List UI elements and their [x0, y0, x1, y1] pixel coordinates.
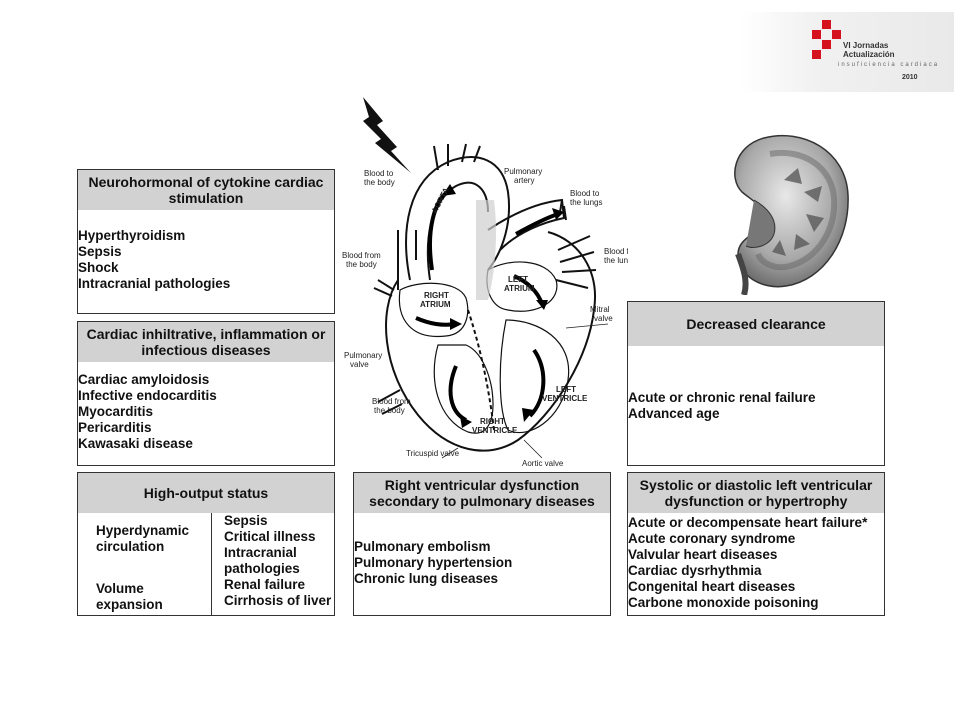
list-item: Cardiac dysrhythmia: [628, 563, 762, 578]
box-high-output-title: High-output status: [78, 473, 334, 513]
column-divider: [211, 513, 212, 616]
box-infiltrative-list: Cardiac amyloidosis Infective endocardit…: [78, 362, 334, 452]
list-item: Cardiac amyloidosis: [78, 372, 210, 387]
logo-square: [832, 30, 841, 39]
logo-square: [822, 20, 831, 29]
list-item: Infective endocarditis: [78, 388, 217, 403]
box-lv-dysfunction: Systolic or diastolic left ventricular d…: [627, 472, 885, 616]
list-item: Congenital heart diseases: [628, 579, 796, 594]
box-high-output: High-output status Hyperdynamic circulat…: [77, 472, 335, 616]
box-right-ventricular: Right ventricular dysfunction secondary …: [353, 472, 611, 616]
logo-square: [812, 30, 821, 39]
list-item: Acute coronary syndrome: [628, 531, 796, 546]
list-item: Intracranial pathologies: [224, 545, 300, 576]
list-item: Acute or decompensate heart failure*: [628, 515, 868, 530]
box-lv-dysfunction-list: Acute or decompensate heart failure* Acu…: [628, 513, 884, 611]
logo-line2: Actualización: [843, 50, 895, 59]
box-decreased-clearance: Decreased clearance Acute or chronic ren…: [627, 301, 885, 466]
list-item: Intracranial pathologies: [78, 276, 231, 291]
list-item: Sepsis: [224, 513, 268, 528]
list-item: Volume expansion: [96, 581, 163, 612]
list-item: Critical illness: [224, 529, 316, 544]
logo-square: [822, 40, 831, 49]
list-item: Pulmonary embolism: [354, 539, 491, 554]
list-item: Carbone monoxide poisoning: [628, 595, 819, 610]
lightning-bolt-icon: [363, 97, 411, 173]
list-item: Pulmonary hypertension: [354, 555, 513, 570]
box-neurohormonal: Neurohormonal of cytokine cardiac stimul…: [77, 169, 335, 314]
list-item: Myocarditis: [78, 404, 154, 419]
box-decreased-clearance-list: Acute or chronic renal failure Advanced …: [628, 346, 884, 422]
list-item: Renal failure: [224, 577, 306, 592]
box-infiltrative: Cardiac inhiltrative, inflammation or in…: [77, 321, 335, 466]
box-right-ventricular-title: Right ventricular dysfunction secondary …: [354, 473, 610, 513]
logo-line1: VI Jornadas: [843, 41, 889, 50]
label-tricuspid-valve: Tricuspid valve: [406, 449, 460, 458]
box-decreased-clearance-title: Decreased clearance: [628, 302, 884, 346]
list-item: Cirrhosis of liver: [224, 593, 332, 608]
logo-year: 2010: [902, 74, 918, 81]
list-item: Hyperthyroidism: [78, 228, 186, 243]
list-item: Advanced age: [628, 406, 720, 421]
box-neurohormonal-title: Neurohormonal of cytokine cardiac stimul…: [78, 170, 334, 210]
box-neurohormonal-list: Hyperthyroidism Sepsis Shock Intracrania…: [78, 210, 334, 292]
label-aortic-valve: Aortic valve: [522, 459, 564, 468]
list-item: Shock: [78, 260, 119, 275]
list-item: Sepsis: [78, 244, 122, 259]
box-lv-dysfunction-title: Systolic or diastolic left ventricular d…: [628, 473, 884, 513]
kidney-illustration: [734, 134, 849, 295]
high-output-left: Hyperdynamic circulation Volume expansio…: [96, 523, 208, 613]
list-item: Acute or chronic renal failure: [628, 390, 816, 405]
list-item: Valvular heart diseases: [628, 547, 778, 562]
list-item: Hyperdynamic circulation: [96, 523, 190, 554]
list-item: Pericarditis: [78, 420, 152, 435]
logo-square: [812, 50, 821, 59]
logo-line3: insuficiencia cardiaca: [838, 62, 940, 68]
box-right-ventricular-list: Pulmonary embolism Pulmonary hypertensio…: [354, 513, 610, 587]
high-output-right: Sepsis Critical illness Intracranial pat…: [224, 513, 331, 609]
logo-background: [740, 12, 954, 92]
list-item: Kawasaki disease: [78, 436, 193, 451]
list-item: Chronic lung diseases: [354, 571, 499, 586]
box-infiltrative-title: Cardiac inhiltrative, inflammation or in…: [78, 322, 334, 362]
label-aorta: AORTA: [430, 186, 451, 215]
